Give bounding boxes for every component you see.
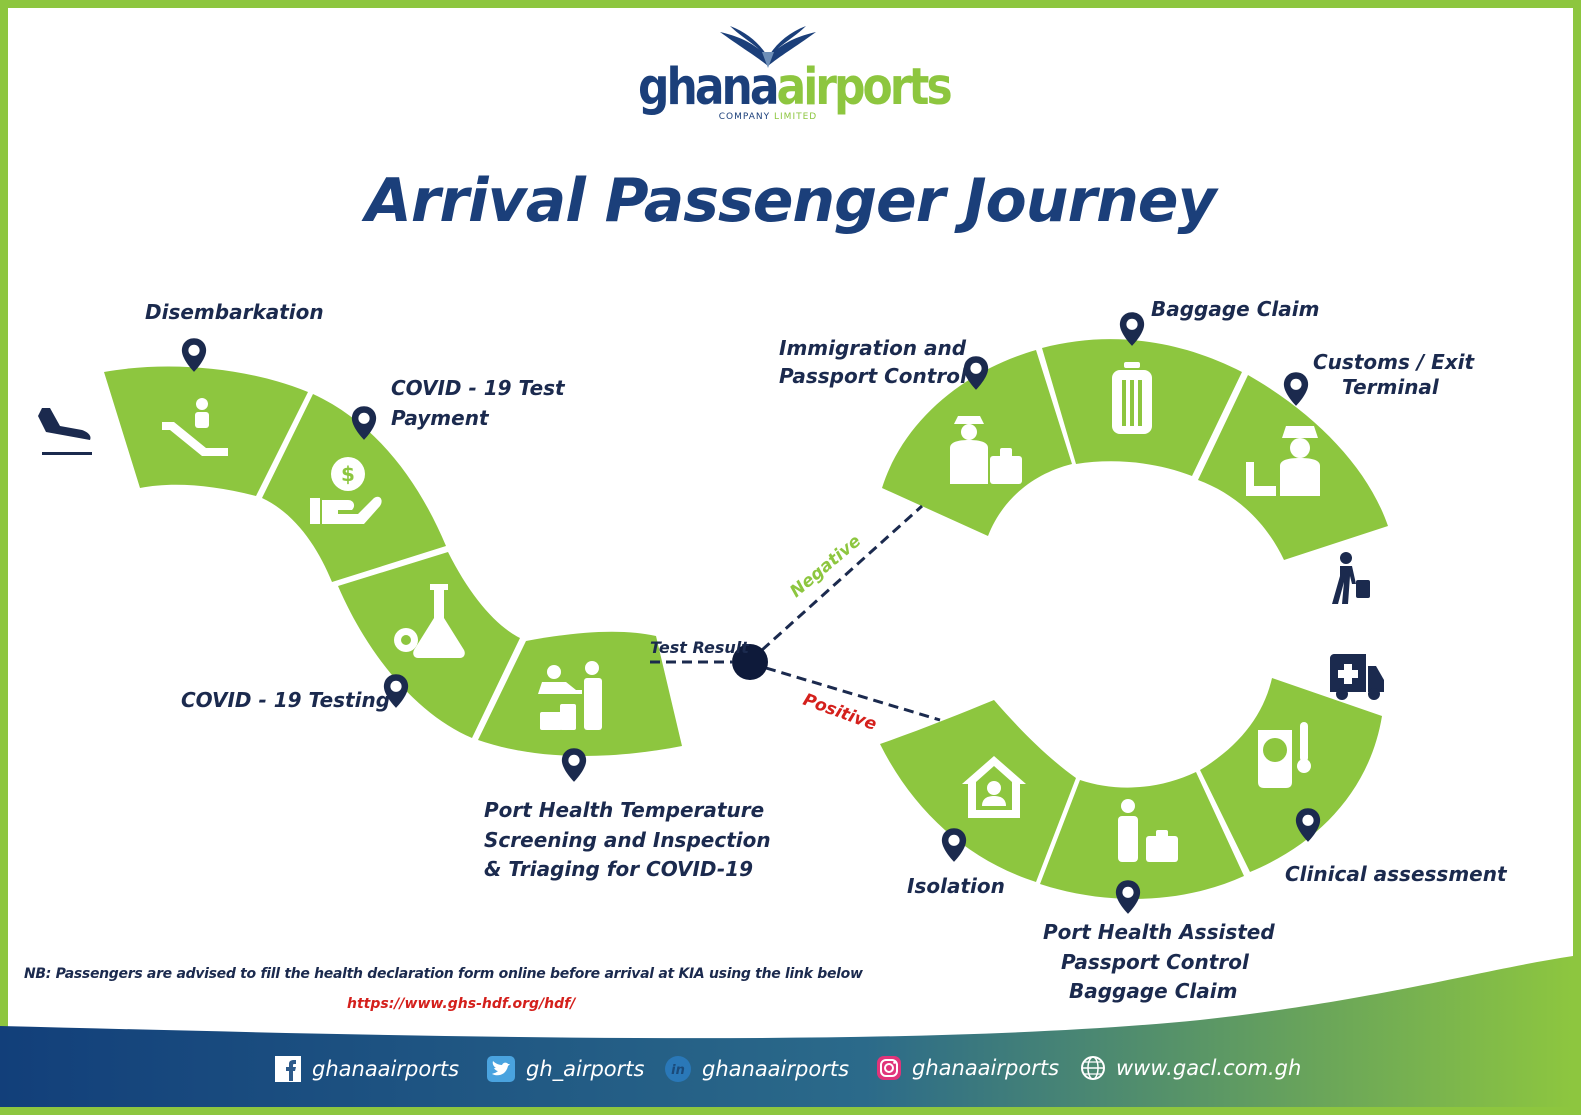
logo-subtitle: COMPANY LIMITED xyxy=(678,112,858,122)
test-result-label: Test Result xyxy=(650,638,750,657)
location-pin-icon xyxy=(941,828,967,862)
traveller-icon xyxy=(1332,552,1370,604)
linkedin-handle: ghanaairports xyxy=(702,1057,850,1081)
label-immigration-line1: Immigration and xyxy=(779,336,967,360)
website-url: www.gacl.com.gh xyxy=(1116,1056,1302,1080)
label-payment-line2: Payment xyxy=(391,406,489,430)
clinical-assessment-icon xyxy=(1258,722,1311,788)
immigration-officer-icon xyxy=(950,416,1022,484)
segment-disembarkation xyxy=(104,366,308,496)
escalator-icon xyxy=(162,398,228,456)
twitter-icon xyxy=(487,1056,515,1082)
facebook-icon xyxy=(275,1056,301,1082)
label-port-health-line1: Port Health Temperature xyxy=(484,798,765,822)
location-pin-icon xyxy=(561,748,587,782)
label-port-health-line2: Screening and Inspection xyxy=(484,828,771,852)
social-twitter[interactable]: gh_airports xyxy=(486,1055,644,1083)
customs-icon xyxy=(1246,426,1320,496)
label-customs-line1: Customs / Exit xyxy=(1313,350,1475,374)
flask-icon xyxy=(394,584,465,658)
social-facebook[interactable]: ghanaairports xyxy=(274,1055,459,1083)
ambulance-icon xyxy=(1330,654,1384,700)
label-assisted-line2: Passport Control xyxy=(1061,950,1249,974)
logo-sub-limited: LIMITED xyxy=(774,112,818,122)
label-baggage: Baggage Claim xyxy=(1151,297,1320,321)
segment-isolation xyxy=(880,700,1076,882)
instagram-handle: ghanaairports xyxy=(912,1056,1060,1080)
label-clinical: Clinical assessment xyxy=(1285,862,1507,886)
logo: ghanaairports COMPANY LIMITED xyxy=(638,22,953,126)
twitter-handle: gh_airports xyxy=(526,1057,645,1081)
positive-label: Positive xyxy=(800,690,879,735)
label-assisted-line1: Port Health Assisted xyxy=(1043,920,1275,944)
location-pin-icon xyxy=(1115,880,1141,914)
logo-sub-company: COMPANY xyxy=(718,112,771,122)
decision-node xyxy=(732,644,768,680)
connector-negative xyxy=(760,504,924,652)
globe-icon xyxy=(1081,1056,1105,1080)
label-customs-line2: Terminal xyxy=(1342,375,1439,399)
social-instagram[interactable]: ghanaairports xyxy=(876,1055,1059,1081)
money-hand-icon: $ xyxy=(310,457,382,524)
plane-landing-icon xyxy=(38,408,92,455)
svg-text:in: in xyxy=(671,1063,685,1078)
logo-wordmark: ghanaairports xyxy=(638,58,953,117)
label-payment-line1: COVID - 19 Test xyxy=(391,376,565,400)
footer-wave xyxy=(0,956,1573,1107)
label-testing: COVID - 19 Testing xyxy=(181,688,391,712)
linkedin-icon: in xyxy=(665,1056,691,1082)
connector-positive xyxy=(765,666,941,722)
label-disembarkation: Disembarkation xyxy=(145,300,324,324)
logo-word-ghana: ghana xyxy=(638,58,780,117)
luggage-icon xyxy=(1112,362,1152,434)
logo-word-airports: airports xyxy=(776,58,953,117)
footer-border xyxy=(0,1107,1581,1115)
segment-assisted xyxy=(1040,772,1244,899)
facebook-handle: ghanaairports xyxy=(312,1057,460,1081)
home-isolation-icon xyxy=(962,756,1026,818)
social-linkedin[interactable]: in ghanaairports xyxy=(664,1055,849,1083)
assisted-passenger-icon xyxy=(1118,799,1178,862)
label-port-health-line3: & Triaging for COVID-19 xyxy=(484,857,754,881)
advisory-note: NB: Passengers are advised to fill the h… xyxy=(24,966,863,982)
label-immigration-line2: Passport Control xyxy=(779,364,967,388)
wings-emblem-icon xyxy=(720,26,816,68)
health-screening-icon xyxy=(538,661,602,730)
svg-text:$: $ xyxy=(341,462,355,486)
label-isolation: Isolation xyxy=(907,874,1005,898)
location-pin-icon xyxy=(181,338,207,372)
label-assisted-line3: Baggage Claim xyxy=(1069,979,1238,1003)
instagram-icon xyxy=(877,1056,901,1080)
positive-path xyxy=(880,678,1382,899)
hdf-link[interactable]: https://www.ghs-hdf.org/hdf/ xyxy=(347,996,576,1012)
page-title: Arrival Passenger Journey xyxy=(365,166,1216,236)
social-website[interactable]: www.gacl.com.gh xyxy=(1080,1055,1301,1081)
